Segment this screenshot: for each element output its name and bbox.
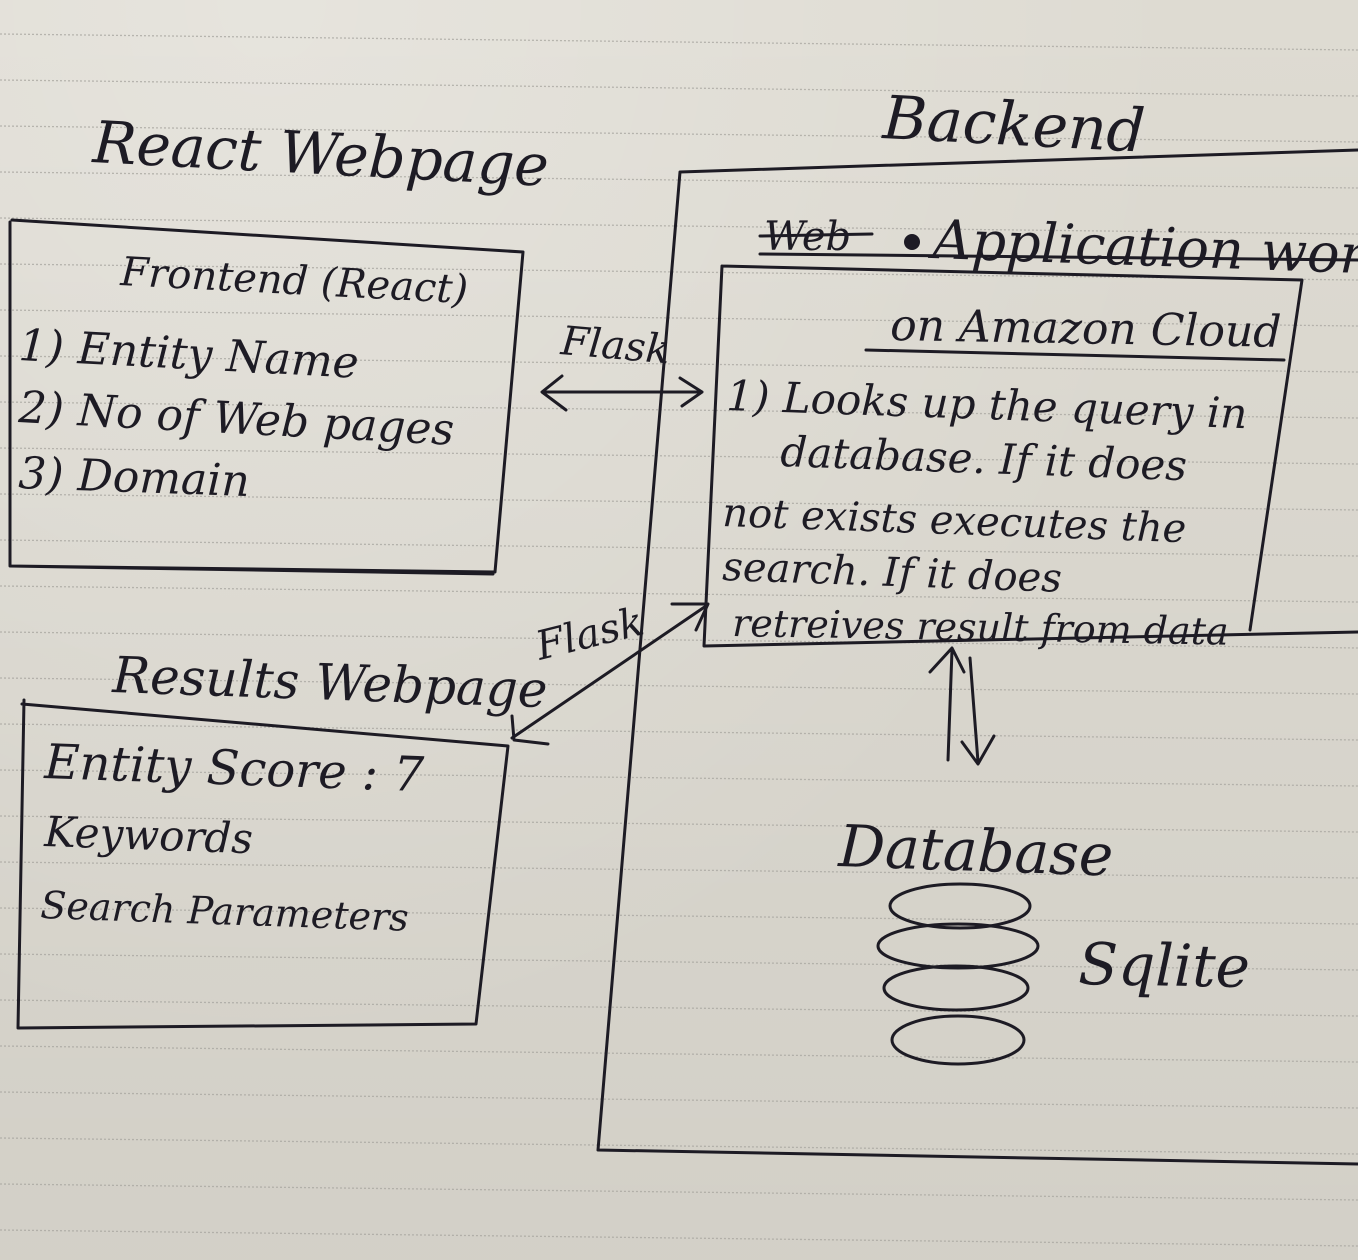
backend-outer-box: [596, 148, 1358, 1166]
results-item-2: Keywords: [43, 807, 254, 863]
frontend-box-title: Frontend (React): [118, 249, 469, 313]
frontend-item-1: 1) Entity Name: [17, 320, 360, 389]
backend-heading: Backend: [880, 83, 1147, 167]
database-up-down-arrows: [928, 646, 996, 766]
results-item-3: Search Parameters: [40, 883, 410, 940]
flask-return-arrow: [510, 602, 710, 746]
title-underline-1: [758, 252, 1358, 262]
app-desc-line-5: retreives result from data: [732, 601, 1229, 654]
ink-bullet: [904, 234, 920, 250]
frontend-box: [8, 218, 525, 576]
database-cylinder-icon: [876, 882, 1040, 1066]
strikethrough: [758, 232, 874, 238]
results-box: [16, 698, 510, 1030]
results-webpage-heading: Results Webpage: [111, 646, 549, 719]
database-engine-label: Sqlite: [1078, 930, 1251, 1001]
flask-label-top: Flask: [558, 318, 672, 373]
application-box: [702, 264, 1358, 648]
flask-double-arrow: [540, 374, 704, 412]
app-desc-line-3: not exists executes the: [722, 490, 1187, 552]
database-heading: Database: [837, 812, 1115, 890]
react-webpage-heading: React Webpage: [90, 108, 550, 200]
flask-label-bottom: Flask: [530, 599, 648, 670]
frontend-item-2: 2) No of Web pages: [16, 382, 455, 456]
app-desc-line-4: search. If it does: [722, 544, 1063, 602]
title-underline-2: [864, 348, 1286, 362]
results-item-1: Entity Score : 7: [43, 734, 426, 803]
app-box-title-line2: on Amazon Cloud: [890, 300, 1282, 358]
frontend-item-3: 3) Domain: [18, 448, 251, 507]
app-desc-line-2: database. If it does: [780, 427, 1188, 490]
